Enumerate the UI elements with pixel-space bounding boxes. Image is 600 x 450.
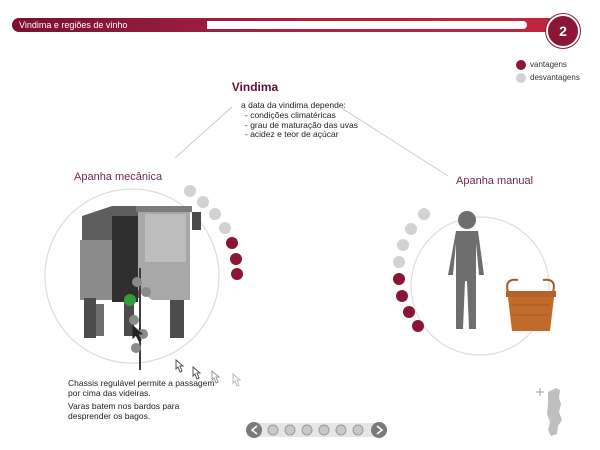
factor-item: - grau de maturação das uvas [245,119,358,130]
page-dot[interactable] [267,424,279,436]
chevron-left-icon [250,425,258,435]
arrow-icon [232,372,242,387]
manual-rating-dots [393,208,430,332]
connector-line-right [339,106,449,177]
portugal-map-icon[interactable] [536,388,562,436]
manual-harvest-circle [410,216,550,356]
person-silhouette-icon [448,211,484,329]
header-title: Vindima e regiões de vinho [19,20,128,30]
chevron-right-icon [376,425,384,435]
caption-line: Chassis regulável permite a passagem por… [68,378,215,398]
legend-item-disadvantages: desvantagens [516,71,580,84]
factor-list: - condições climatéricas - grau de matur… [245,110,358,140]
cursor-arrow-icon [132,324,144,342]
legend-item-advantages: vantagens [516,58,580,71]
legend-label: vantagens [530,60,567,69]
crosshair-icon [536,388,544,396]
page-dot[interactable] [284,424,296,436]
page-dot[interactable] [318,424,330,436]
next-button[interactable] [371,422,387,438]
manual-harvest-heading: Apanha manual [456,175,534,187]
pagination-bar [246,422,387,438]
legend-label: desvantagens [530,73,580,82]
mechanical-rating-dots [184,185,243,280]
grapevine-icon [124,268,151,370]
mechanical-harvest-heading: Apanha mecânica [74,171,163,183]
header-bar-highlight [207,21,527,29]
page-title: Vindima [231,80,279,94]
page-number-badge: 2 [546,14,580,48]
factor-item: - acidez e teor de açúcar [245,129,339,139]
motion-arrows [132,324,242,387]
page-dot[interactable] [352,424,364,436]
page-dot[interactable] [335,424,347,436]
disadvantage-dot-icon [516,72,526,83]
legend: vantagens desvantagens [516,58,580,84]
harvest-basket-icon [506,278,556,331]
arrow-icon [211,369,221,384]
arrow-icon [192,365,202,380]
advantage-dot-icon [516,59,526,70]
connector-line-left [174,106,233,159]
caption-line: Varas batem nos bardos para desprender o… [68,401,180,421]
mechanical-caption: Chassis regulável permite a passagem por… [68,378,218,424]
arrow-icon [175,358,185,373]
page-dot[interactable] [301,424,313,436]
previous-button[interactable] [246,422,262,438]
harvester-machine-icon [80,206,201,338]
factor-item: - condições climatéricas [245,110,336,120]
intro-text: a data da vindima depende: [241,100,346,110]
